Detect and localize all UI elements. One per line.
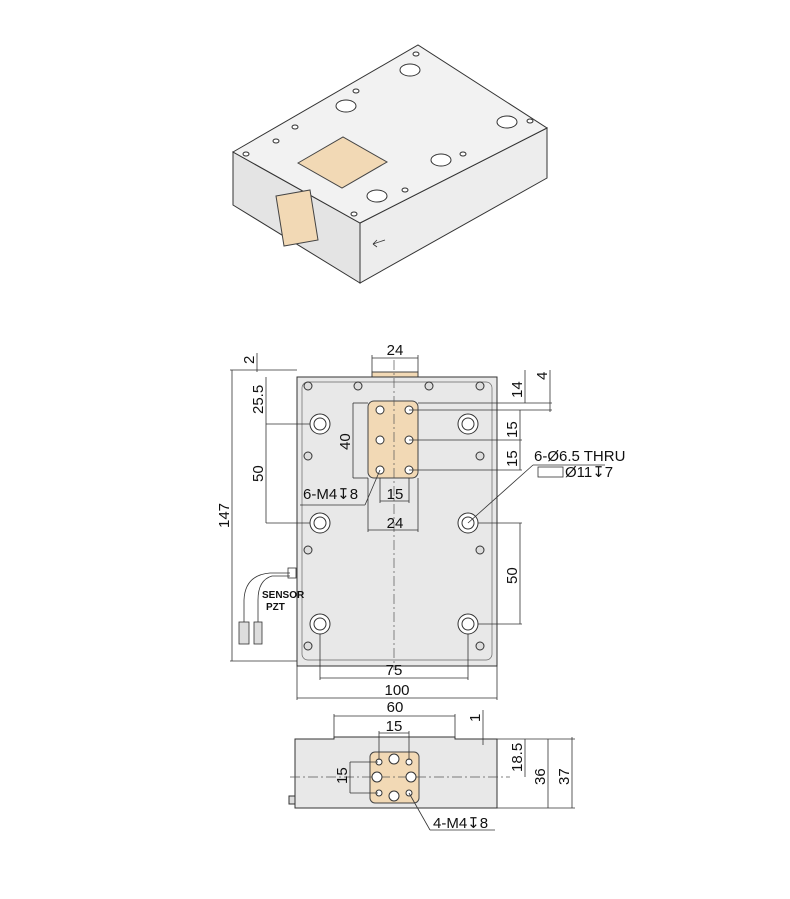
dimension-lines <box>230 353 605 700</box>
dim-pad-15: 15 <box>387 486 404 503</box>
side-dimension-lines <box>333 710 575 831</box>
screws <box>303 381 485 651</box>
dim-side-15-v: 15 <box>334 767 351 784</box>
dim-14: 14 <box>509 381 526 398</box>
dim-side-37: 37 <box>556 768 573 785</box>
dim-side-1: 1 <box>467 714 484 722</box>
iso-pad <box>296 136 389 189</box>
top-pad <box>367 400 419 479</box>
dim-147: 147 <box>216 503 233 528</box>
dim-side-15-h: 15 <box>386 718 403 735</box>
cable-label-pzt: PZT <box>266 602 285 613</box>
iso-direction-arrow-icon <box>372 239 386 248</box>
top-view: 24 2 4 14 25.5 50 147 15 15 40 15 24 50 … <box>216 342 625 700</box>
iso-holes <box>242 51 534 217</box>
dim-pad-24: 24 <box>387 515 404 532</box>
cables[interactable] <box>238 567 297 645</box>
callout-thru: 6-Ø6.5 THRU <box>534 448 625 465</box>
dim-100: 100 <box>384 682 409 699</box>
iso-side-pad <box>275 189 319 247</box>
dim-side-60: 60 <box>387 699 404 716</box>
callout-6-m4: 6-M4↧8 <box>303 486 358 503</box>
isometric-view <box>231 44 549 284</box>
side-holes <box>371 753 417 802</box>
dim-side-18-5: 18.5 <box>509 743 526 772</box>
dim-75: 75 <box>386 662 403 679</box>
dim-25-5: 25.5 <box>250 385 267 414</box>
cable-label-sensor: SENSOR <box>262 590 305 601</box>
dim-4: 4 <box>534 372 551 380</box>
dim-tab-24: 24 <box>387 342 404 359</box>
dim-2: 2 <box>241 356 258 364</box>
side-pad <box>369 751 420 804</box>
dim-15-b: 15 <box>504 450 521 467</box>
dim-left-50: 50 <box>250 465 267 482</box>
iso-top-face <box>231 44 549 224</box>
callout-4-m4: 4-M4↧8 <box>433 815 488 832</box>
side-view: 60 15 15 1 18.5 36 37 4-M4↧8 <box>288 699 575 832</box>
callout-counterbore: Ø11↧7 <box>565 464 613 481</box>
dim-15-a: 15 <box>504 421 521 438</box>
dim-right-50: 50 <box>504 567 521 584</box>
dim-pad-40: 40 <box>337 433 354 450</box>
dim-side-36: 36 <box>532 768 549 785</box>
